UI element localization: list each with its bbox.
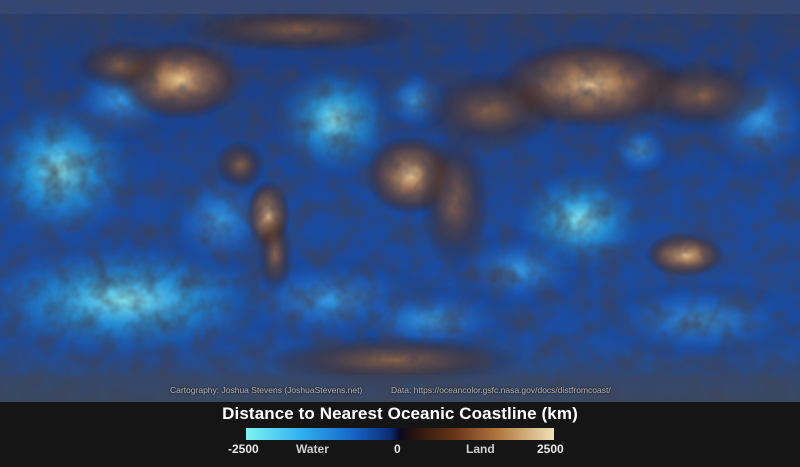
data-source-credit: Data: https://oceancolor.gsfc.nasa.gov/d… [391,385,611,395]
legend-land-label: Land [466,442,495,456]
legend-max-label: 2500 [537,442,564,456]
cartography-credit: Cartography: Joshua Stevens (JoshuaSteve… [170,385,363,395]
credits: Cartography: Joshua Stevens (JoshuaSteve… [0,385,800,399]
map-title: Distance to Nearest Oceanic Coastline (k… [222,404,578,423]
legend-water-label: Water [296,442,329,456]
legend-color-ramp [246,428,554,440]
legend-zero-label: 0 [394,442,401,456]
distance-map [0,0,800,402]
legend-min-label: -2500 [228,442,259,456]
